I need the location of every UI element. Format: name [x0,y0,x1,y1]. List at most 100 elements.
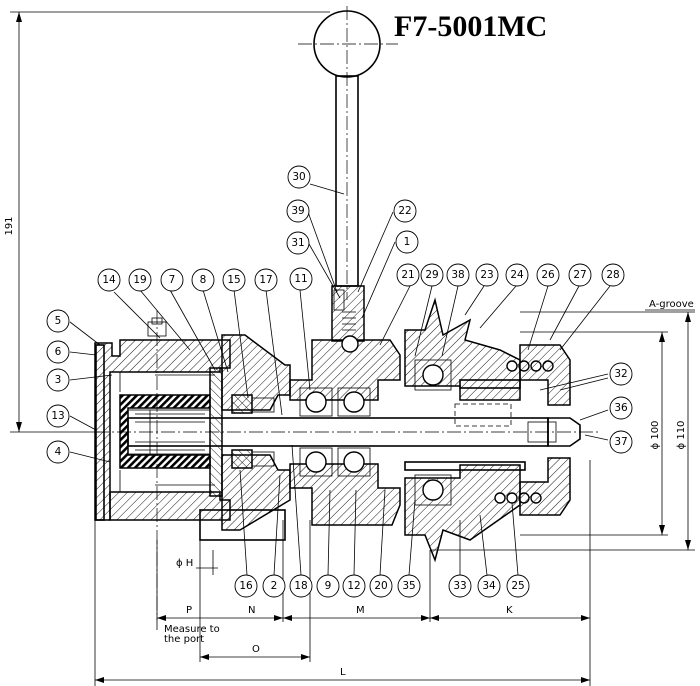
svg-text:13: 13 [51,410,64,422]
balloon-14: 14 [97,268,121,292]
balloon-28: 28 [601,263,625,287]
balloon-38: 38 [446,263,470,287]
dim-o: O [252,644,260,655]
balloon-29: 29 [420,263,444,287]
balloon-39: 39 [286,199,310,223]
balloon-24: 24 [505,263,529,287]
svg-text:12: 12 [347,580,360,592]
balloon-11: 11 [289,267,313,291]
part-balloons: 30 39 22 31 1 14 19 7 8 15 17 11 21 29 3… [46,165,633,598]
balloon-17: 17 [254,268,278,292]
balloon-34: 34 [477,574,501,598]
drawing-title: F7-5001MC [394,10,547,43]
svg-text:26: 26 [541,269,555,281]
balloon-25: 25 [506,574,530,598]
balloon-35: 35 [397,574,421,598]
dia-110-label: ϕ 110 [676,421,687,450]
balloon-37: 37 [609,430,633,454]
svg-text:33: 33 [453,580,466,592]
height-value: 191 [4,216,15,235]
lever-handle [298,6,398,300]
svg-text:17: 17 [259,274,272,286]
svg-text:18: 18 [294,580,307,592]
svg-text:2: 2 [271,580,278,592]
balloon-33: 33 [448,574,472,598]
balloon-30: 30 [287,165,311,189]
svg-text:25: 25 [511,580,524,592]
svg-text:36: 36 [614,402,628,414]
balloon-1: 1 [395,230,419,254]
svg-text:39: 39 [291,205,304,217]
balloon-3: 3 [46,368,70,392]
svg-text:35: 35 [402,580,415,592]
svg-text:20: 20 [374,580,387,592]
balloon-15: 15 [222,268,246,292]
svg-text:3: 3 [55,374,62,386]
balloon-8: 8 [191,268,215,292]
diameter-dimensions: ϕ 100 ϕ 110 A-groove [430,299,695,551]
leader-lines [69,183,611,576]
balloon-13: 13 [46,404,70,428]
bearing-housing [289,285,401,526]
dim-m: M [356,605,365,616]
svg-text:19: 19 [133,274,146,286]
balloon-23: 23 [475,263,499,287]
balloon-18: 18 [289,574,313,598]
svg-text:15: 15 [227,274,240,286]
dim-n: N [248,605,255,616]
svg-text:16: 16 [239,580,253,592]
balloon-20: 20 [369,574,393,598]
svg-text:28: 28 [606,269,619,281]
balloon-6: 6 [46,340,70,364]
balloon-19: 19 [128,268,152,292]
svg-text:9: 9 [325,580,332,592]
svg-text:6: 6 [55,346,62,358]
balloon-7: 7 [160,268,184,292]
measure-note-2: the port [164,634,204,645]
balloon-31: 31 [286,231,310,255]
svg-text:23: 23 [480,269,493,281]
svg-text:31: 31 [291,237,304,249]
svg-text:8: 8 [200,274,207,286]
balloon-26: 26 [536,263,560,287]
balloon-12: 12 [342,574,366,598]
phi-h-label: ϕ H [176,558,193,569]
svg-text:11: 11 [294,273,307,285]
svg-text:7: 7 [169,274,176,286]
balloon-2: 2 [262,574,286,598]
svg-text:5: 5 [55,315,62,327]
length-dimensions: ϕ H P N M K Measure to the port O L [94,460,591,686]
svg-text:38: 38 [451,269,464,281]
svg-text:22: 22 [398,205,411,217]
balloon-4: 4 [46,440,70,464]
dim-k: K [506,605,513,616]
svg-text:32: 32 [614,368,627,380]
svg-text:37: 37 [614,436,627,448]
svg-text:4: 4 [55,446,62,458]
a-groove-label: A-groove [649,299,694,310]
measure-note-1: Measure to [164,624,220,635]
svg-text:29: 29 [425,269,438,281]
svg-text:27: 27 [573,269,586,281]
svg-text:34: 34 [482,580,496,592]
pump-housing [94,310,231,620]
dim-p: P [186,605,192,616]
drive-shaft [127,417,581,447]
svg-text:21: 21 [401,269,414,281]
svg-text:24: 24 [510,269,524,281]
balloon-32: 32 [609,362,633,386]
height-dimension: 191 [4,11,330,433]
balloon-5: 5 [46,309,70,333]
svg-text:1: 1 [404,236,411,248]
balloon-22: 22 [393,199,417,223]
clutch-pulley [404,297,571,563]
balloon-21: 21 [396,263,420,287]
balloon-36: 36 [609,396,633,420]
svg-text:14: 14 [102,274,116,286]
balloon-27: 27 [568,263,592,287]
dim-l: L [340,667,346,678]
svg-text:30: 30 [292,171,305,183]
balloon-16: 16 [234,574,258,598]
dia-100-label: ϕ 100 [650,421,661,450]
